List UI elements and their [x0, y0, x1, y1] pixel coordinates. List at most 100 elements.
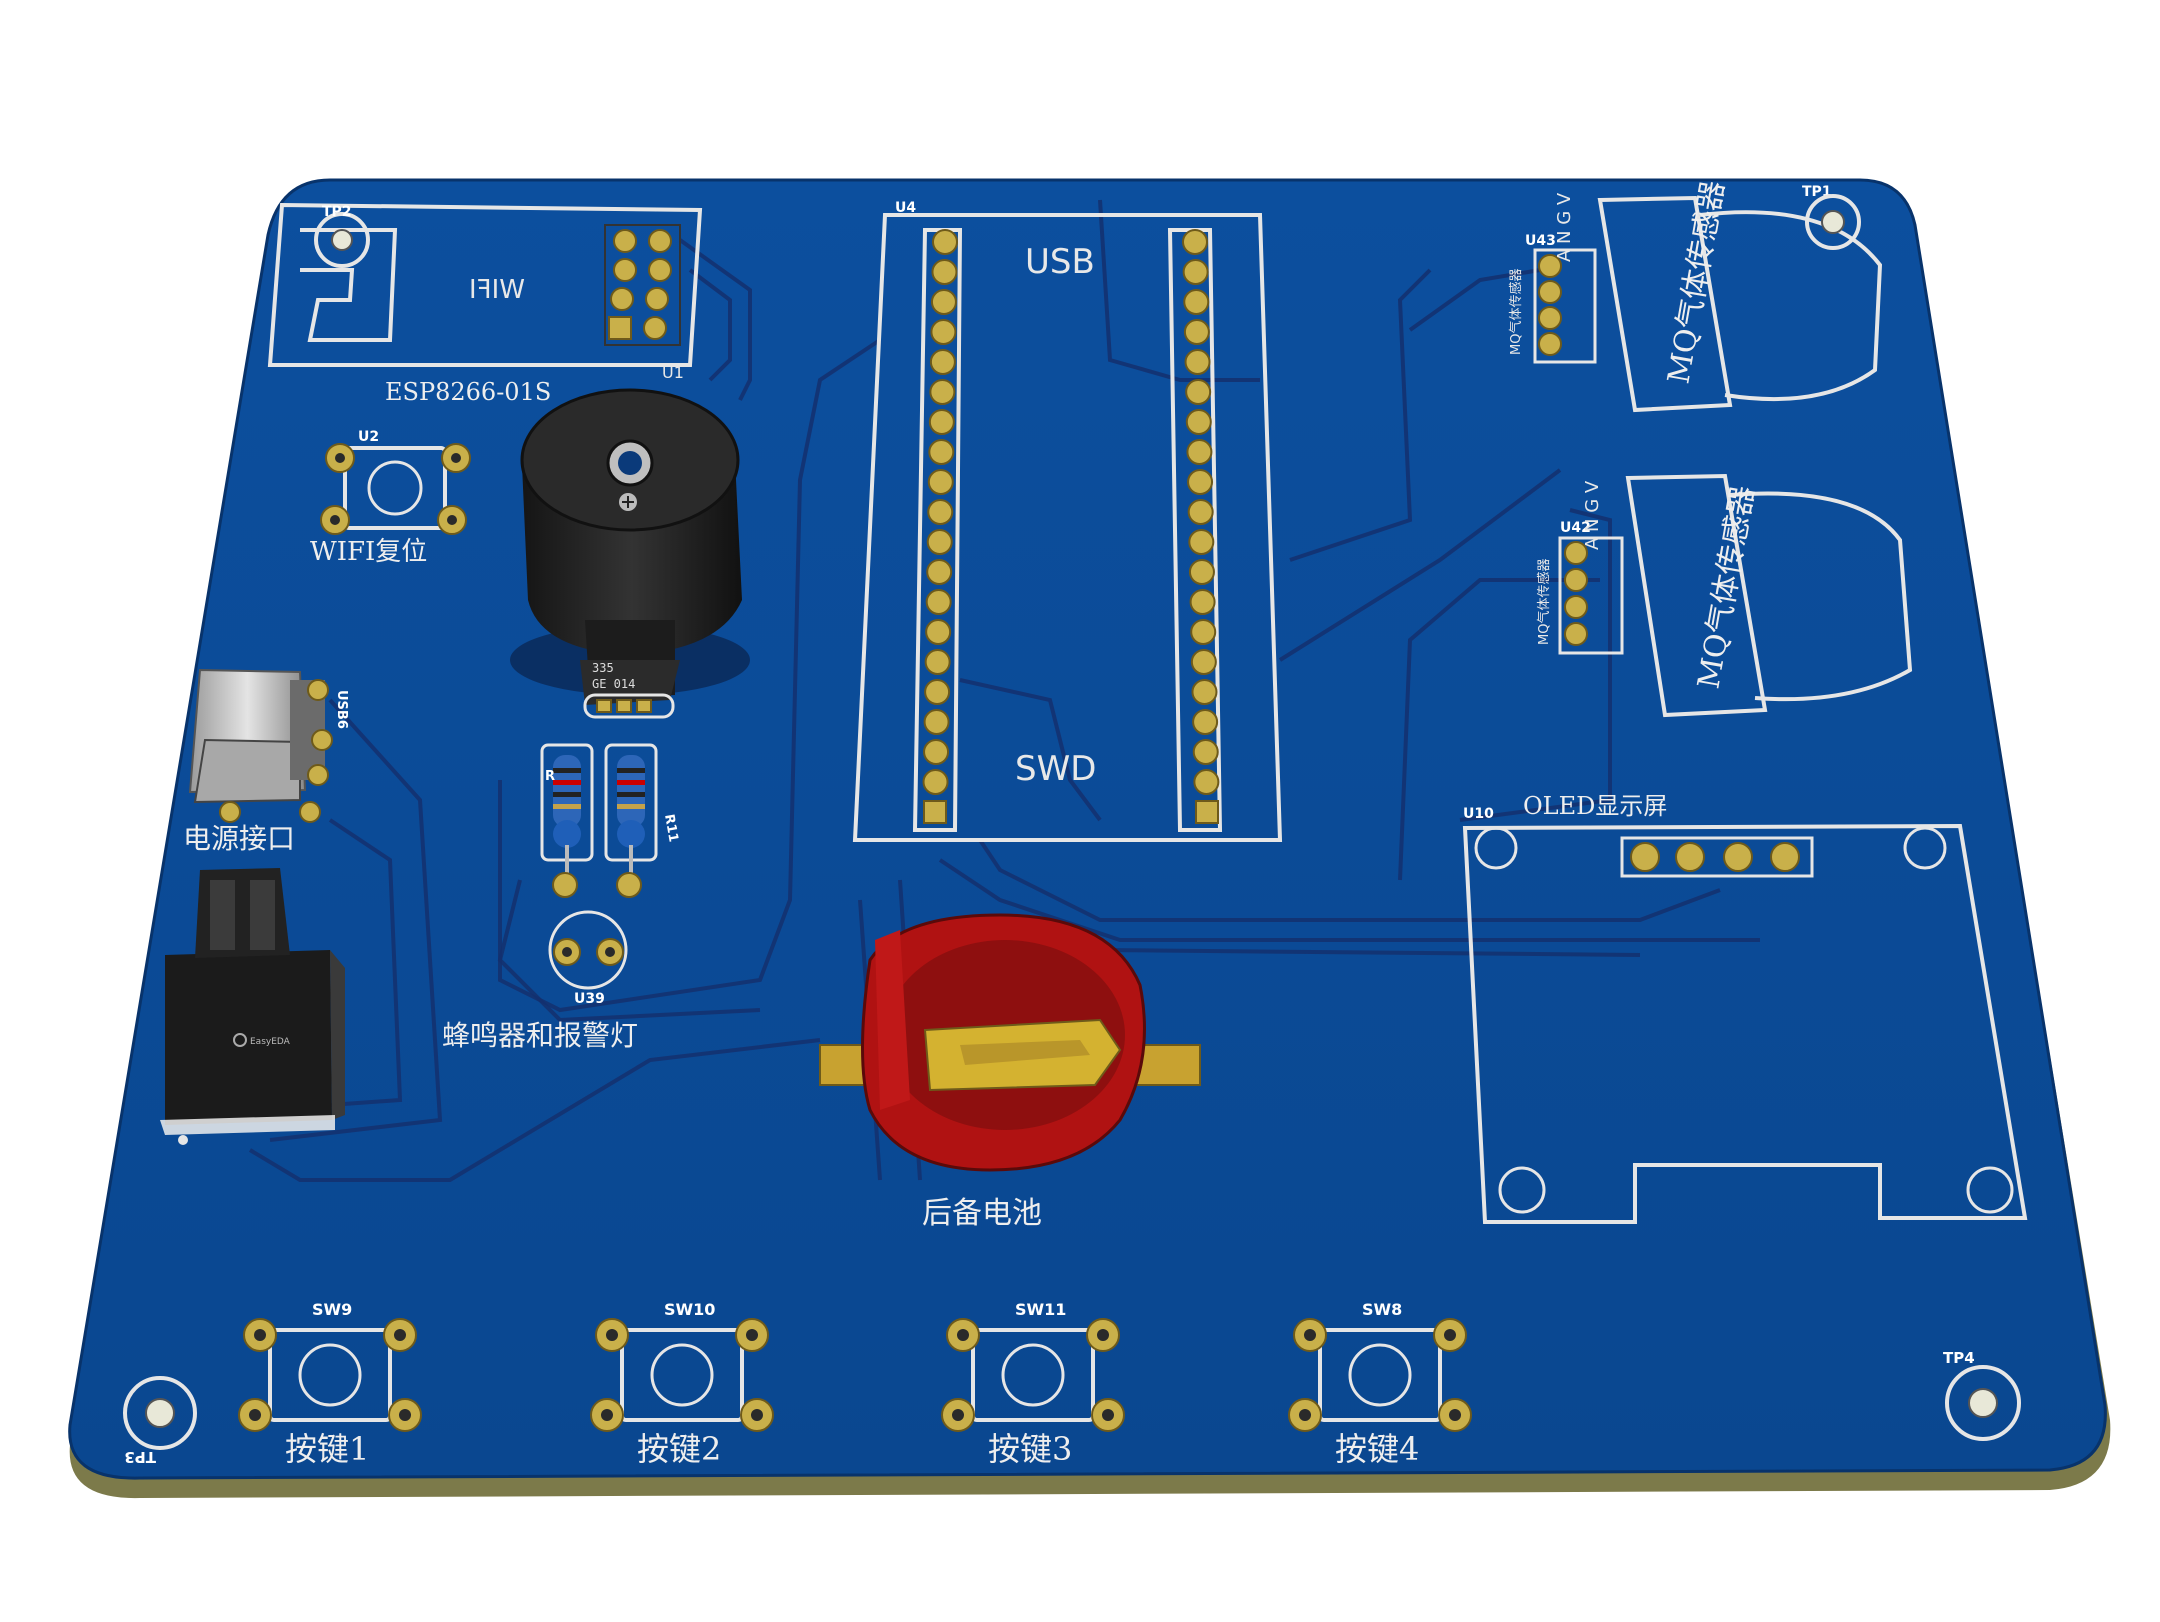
mcu-pin: [1189, 589, 1216, 615]
pcb-board: [68, 178, 2107, 1480]
mcu-pin: [930, 319, 957, 345]
mcu-pin-headers: [922, 229, 1220, 824]
mcu-pin: [1185, 379, 1212, 405]
switch-pad-hole: [957, 1329, 969, 1341]
mcu-pin: [1192, 739, 1219, 765]
tp4-designator: TP4: [1943, 1349, 1975, 1367]
switch-pad-hole: [1299, 1409, 1311, 1421]
oled-display-u10: U10 OLED显示屏: [1462, 792, 2028, 1224]
u43-small-label: MQ气体传感器: [1508, 269, 1524, 355]
mcu-pin: [922, 769, 949, 795]
battery-label: 后备电池: [922, 1196, 1042, 1231]
oled-label: OLED显示屏: [1523, 792, 1667, 820]
mcu-pin: [1182, 259, 1209, 285]
switch-pad-hole: [606, 1329, 618, 1341]
switch-designator: SW10: [664, 1300, 715, 1319]
test-point-tp1: TP1: [1802, 184, 1861, 250]
mcu-pin: [1187, 469, 1214, 495]
switch-pad-hole: [1102, 1409, 1114, 1421]
mcu-pin: [1192, 709, 1219, 735]
tp3-designator: TP3: [124, 1448, 156, 1466]
mcu-pin: [1183, 319, 1210, 345]
test-point-tp4: TP4: [1943, 1349, 2021, 1441]
switch-pad-hole: [1444, 1329, 1456, 1341]
mcu-board-u4: U4 USB SWD: [852, 200, 1283, 842]
mcu-pin: [928, 439, 955, 465]
u10-designator: U10: [1463, 806, 1494, 822]
switch-designator: SW9: [312, 1300, 352, 1319]
wifi-silk-label: WIFI: [469, 275, 525, 305]
mcu-pin: [1184, 349, 1211, 375]
switch-pad-hole: [952, 1409, 964, 1421]
mcu-pin: [927, 469, 954, 495]
switch-actuator[interactable]: [1001, 1343, 1065, 1407]
switch-label: 按键2: [637, 1430, 721, 1468]
switch-pad-hole: [254, 1329, 266, 1341]
buzzer-body-text-1: 335: [592, 661, 614, 675]
mcu-pin: [927, 499, 954, 525]
resistors: R R11: [540, 743, 681, 898]
mcu-pin: [1188, 559, 1215, 585]
mcu-pin: [1182, 229, 1208, 255]
mcu-pin: [1193, 769, 1220, 795]
switch-pad-hole: [394, 1329, 406, 1341]
switch-pad-hole: [601, 1409, 613, 1421]
mcu-pin: [1187, 499, 1214, 525]
esp8266-header-pins: [604, 224, 681, 346]
mcu-usb-label: USB: [1025, 242, 1095, 282]
mcu-pin: [1188, 529, 1215, 555]
switch-pad-hole: [746, 1329, 758, 1341]
switch-pad-hole: [751, 1409, 763, 1421]
switch-sw8[interactable]: SW8 按键4: [1288, 1300, 1472, 1468]
buzzer: 335 GE 014: [510, 388, 750, 719]
switch-label: 按键4: [1335, 1430, 1419, 1468]
esp8266-module: WIFI U1 ESP8266-01S: [267, 202, 703, 406]
dc-power-block: EasyEDA: [160, 868, 345, 1145]
mcu-pin: [1191, 679, 1218, 705]
switch-actuator[interactable]: [650, 1343, 714, 1407]
mcu-pin: [924, 679, 951, 705]
u4-designator: U4: [895, 200, 916, 216]
u2-designator: U2: [358, 429, 379, 445]
wifi-reset-label: WIFI复位: [310, 537, 427, 567]
switch-pad-hole: [399, 1409, 411, 1421]
switch-sw10[interactable]: SW10 按键2: [590, 1300, 774, 1468]
test-point-tp3: TP3: [123, 1376, 197, 1466]
usb-typec-power-port: USB6 电源接口: [183, 668, 349, 855]
switch-outline: [971, 1328, 1095, 1422]
wifi-reset-button[interactable]: U2 WIFI复位: [310, 429, 471, 567]
switch-actuator[interactable]: [298, 1343, 362, 1407]
switch-actuator[interactable]: [1348, 1343, 1412, 1407]
switch-outline: [268, 1328, 392, 1422]
usb6-designator: USB6: [334, 690, 349, 729]
mcu-pin: [1183, 289, 1210, 315]
relay-brand-text: EasyEDA: [250, 1037, 291, 1047]
mcu-pin: [925, 619, 952, 645]
mcu-pin: [1186, 439, 1213, 465]
u39-designator: U39: [574, 991, 605, 1007]
alarm-led-u39: U39 蜂鸣器和报警灯: [442, 910, 638, 1052]
mcu-pin: [924, 649, 951, 675]
switch-outline: [1318, 1328, 1442, 1422]
mcu-pin: [923, 739, 950, 765]
mcu-pin: [929, 379, 956, 405]
u42-small-label: MQ气体传感器: [1536, 559, 1552, 645]
switch-designator: SW8: [1362, 1300, 1402, 1319]
mcu-pin: [1185, 409, 1212, 435]
test-point-tp2: TP2: [314, 204, 370, 268]
mcu-pin: [932, 229, 958, 255]
u43-pin-letters: A N G V: [1554, 192, 1575, 262]
mcu-pin: [925, 589, 952, 615]
mcu-pin-square: [1195, 800, 1219, 824]
buzzer-led-label: 蜂鸣器和报警灯: [442, 1019, 638, 1052]
mcu-pin: [931, 259, 958, 285]
mcu-pin-square: [923, 800, 947, 824]
u1-designator: U1: [662, 363, 684, 382]
mcu-pin: [1190, 649, 1217, 675]
mcu-pin: [923, 709, 950, 735]
u43-designator: U43: [1525, 233, 1556, 249]
mcu-swd-label: SWD: [1015, 749, 1096, 789]
